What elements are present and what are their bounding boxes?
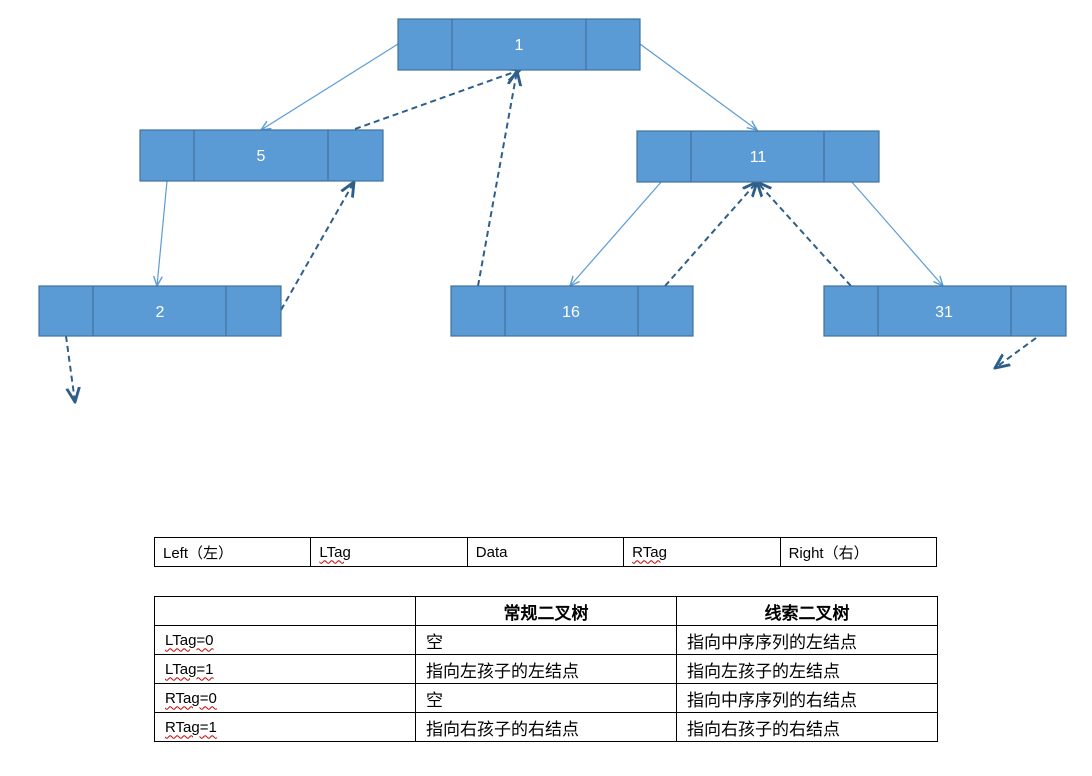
node-16-box — [450, 285, 694, 337]
row-threaded: 指向中序序列的右结点 — [676, 683, 938, 713]
row-tag: RTag=0 — [154, 683, 416, 713]
node-1: 1 — [397, 18, 641, 71]
edge-11-to-16 — [570, 180, 663, 286]
node-31-box — [823, 285, 1067, 337]
row-tag: RTag=1 — [154, 712, 416, 742]
header-threaded: 线索二叉树 — [676, 596, 938, 626]
edge-5-to-2 — [157, 180, 168, 286]
edge-11-to-31 — [850, 180, 943, 286]
table-row: Left（左） LTag Data RTag Right（右） — [153, 537, 938, 567]
thread-16-to-11 — [664, 182, 757, 287]
tag-meaning-table: 常规二叉树 线索二叉树 LTag=0 空 指向中序序列的左结点 LTag=1 指… — [154, 596, 938, 742]
edge-1-to-5 — [261, 43, 399, 130]
node-11-value: 11 — [750, 149, 767, 166]
cell-right: Right（右） — [779, 537, 938, 567]
node-16: 16 — [450, 285, 694, 337]
table-header-row: 常规二叉树 线索二叉树 — [154, 596, 938, 626]
row-regular: 指向左孩子的左结点 — [415, 654, 677, 684]
cell-ltag: LTag — [310, 537, 468, 567]
header-empty — [154, 596, 416, 626]
row-regular: 指向右孩子的右结点 — [415, 712, 677, 742]
row-tag-text: RTag=0 — [165, 689, 217, 707]
cell-rtag-text: RTag — [632, 543, 667, 561]
node-2-box — [38, 285, 282, 337]
row-tag-text: LTag=1 — [165, 660, 214, 678]
node-11: 11 — [636, 130, 880, 183]
node-2-value: 2 — [156, 304, 165, 321]
header-regular: 常规二叉树 — [415, 596, 677, 626]
child-edges — [157, 43, 943, 286]
cell-left: Left（左） — [153, 537, 312, 567]
node-16-value: 16 — [562, 304, 580, 321]
node-31: 31 — [823, 285, 1067, 337]
node-5-value: 5 — [257, 148, 266, 165]
row-tag-text: LTag=0 — [165, 631, 214, 649]
row-threaded: 指向左孩子的左结点 — [676, 654, 938, 684]
row-threaded: 指向中序序列的左结点 — [676, 625, 938, 655]
table-row: RTag=1 指向右孩子的右结点 指向右孩子的右结点 — [154, 712, 938, 742]
thread-2-null — [65, 335, 75, 402]
thread-31-null — [995, 337, 1037, 368]
table-row: LTag=0 空 指向中序序列的左结点 — [154, 625, 938, 655]
row-regular: 空 — [415, 625, 677, 655]
table-row: RTag=0 空 指向中序序列的右结点 — [154, 683, 938, 713]
thread-2-to-5 — [280, 182, 354, 311]
thread-31-to-11 — [757, 182, 852, 287]
thread-5-to-1 — [354, 70, 520, 130]
row-threaded: 指向右孩子的右结点 — [676, 712, 938, 742]
thread-edges — [65, 70, 1037, 402]
row-tag-text: RTag=1 — [165, 718, 217, 736]
cell-data: Data — [466, 537, 625, 567]
node-31-value: 31 — [935, 304, 953, 321]
edge-1-to-11 — [639, 43, 757, 130]
row-tag: LTag=0 — [154, 625, 416, 655]
node-1-value: 1 — [515, 37, 524, 54]
node-11-box — [636, 130, 880, 183]
node-structure-table: Left（左） LTag Data RTag Right（右） — [153, 537, 938, 567]
cell-rtag: RTag — [623, 537, 781, 567]
node-1-box — [397, 18, 641, 71]
row-regular: 空 — [415, 683, 677, 713]
row-tag: LTag=1 — [154, 654, 416, 684]
node-5: 5 — [139, 129, 384, 182]
threaded-binary-tree-diagram: 1 5 11 2 16 31 — [38, 18, 1067, 500]
node-5-box — [139, 129, 384, 182]
node-2: 2 — [38, 285, 282, 337]
thread-16-to-1 — [477, 71, 517, 287]
table-row: LTag=1 指向左孩子的左结点 指向左孩子的左结点 — [154, 654, 938, 684]
cell-ltag-text: LTag — [319, 543, 351, 561]
